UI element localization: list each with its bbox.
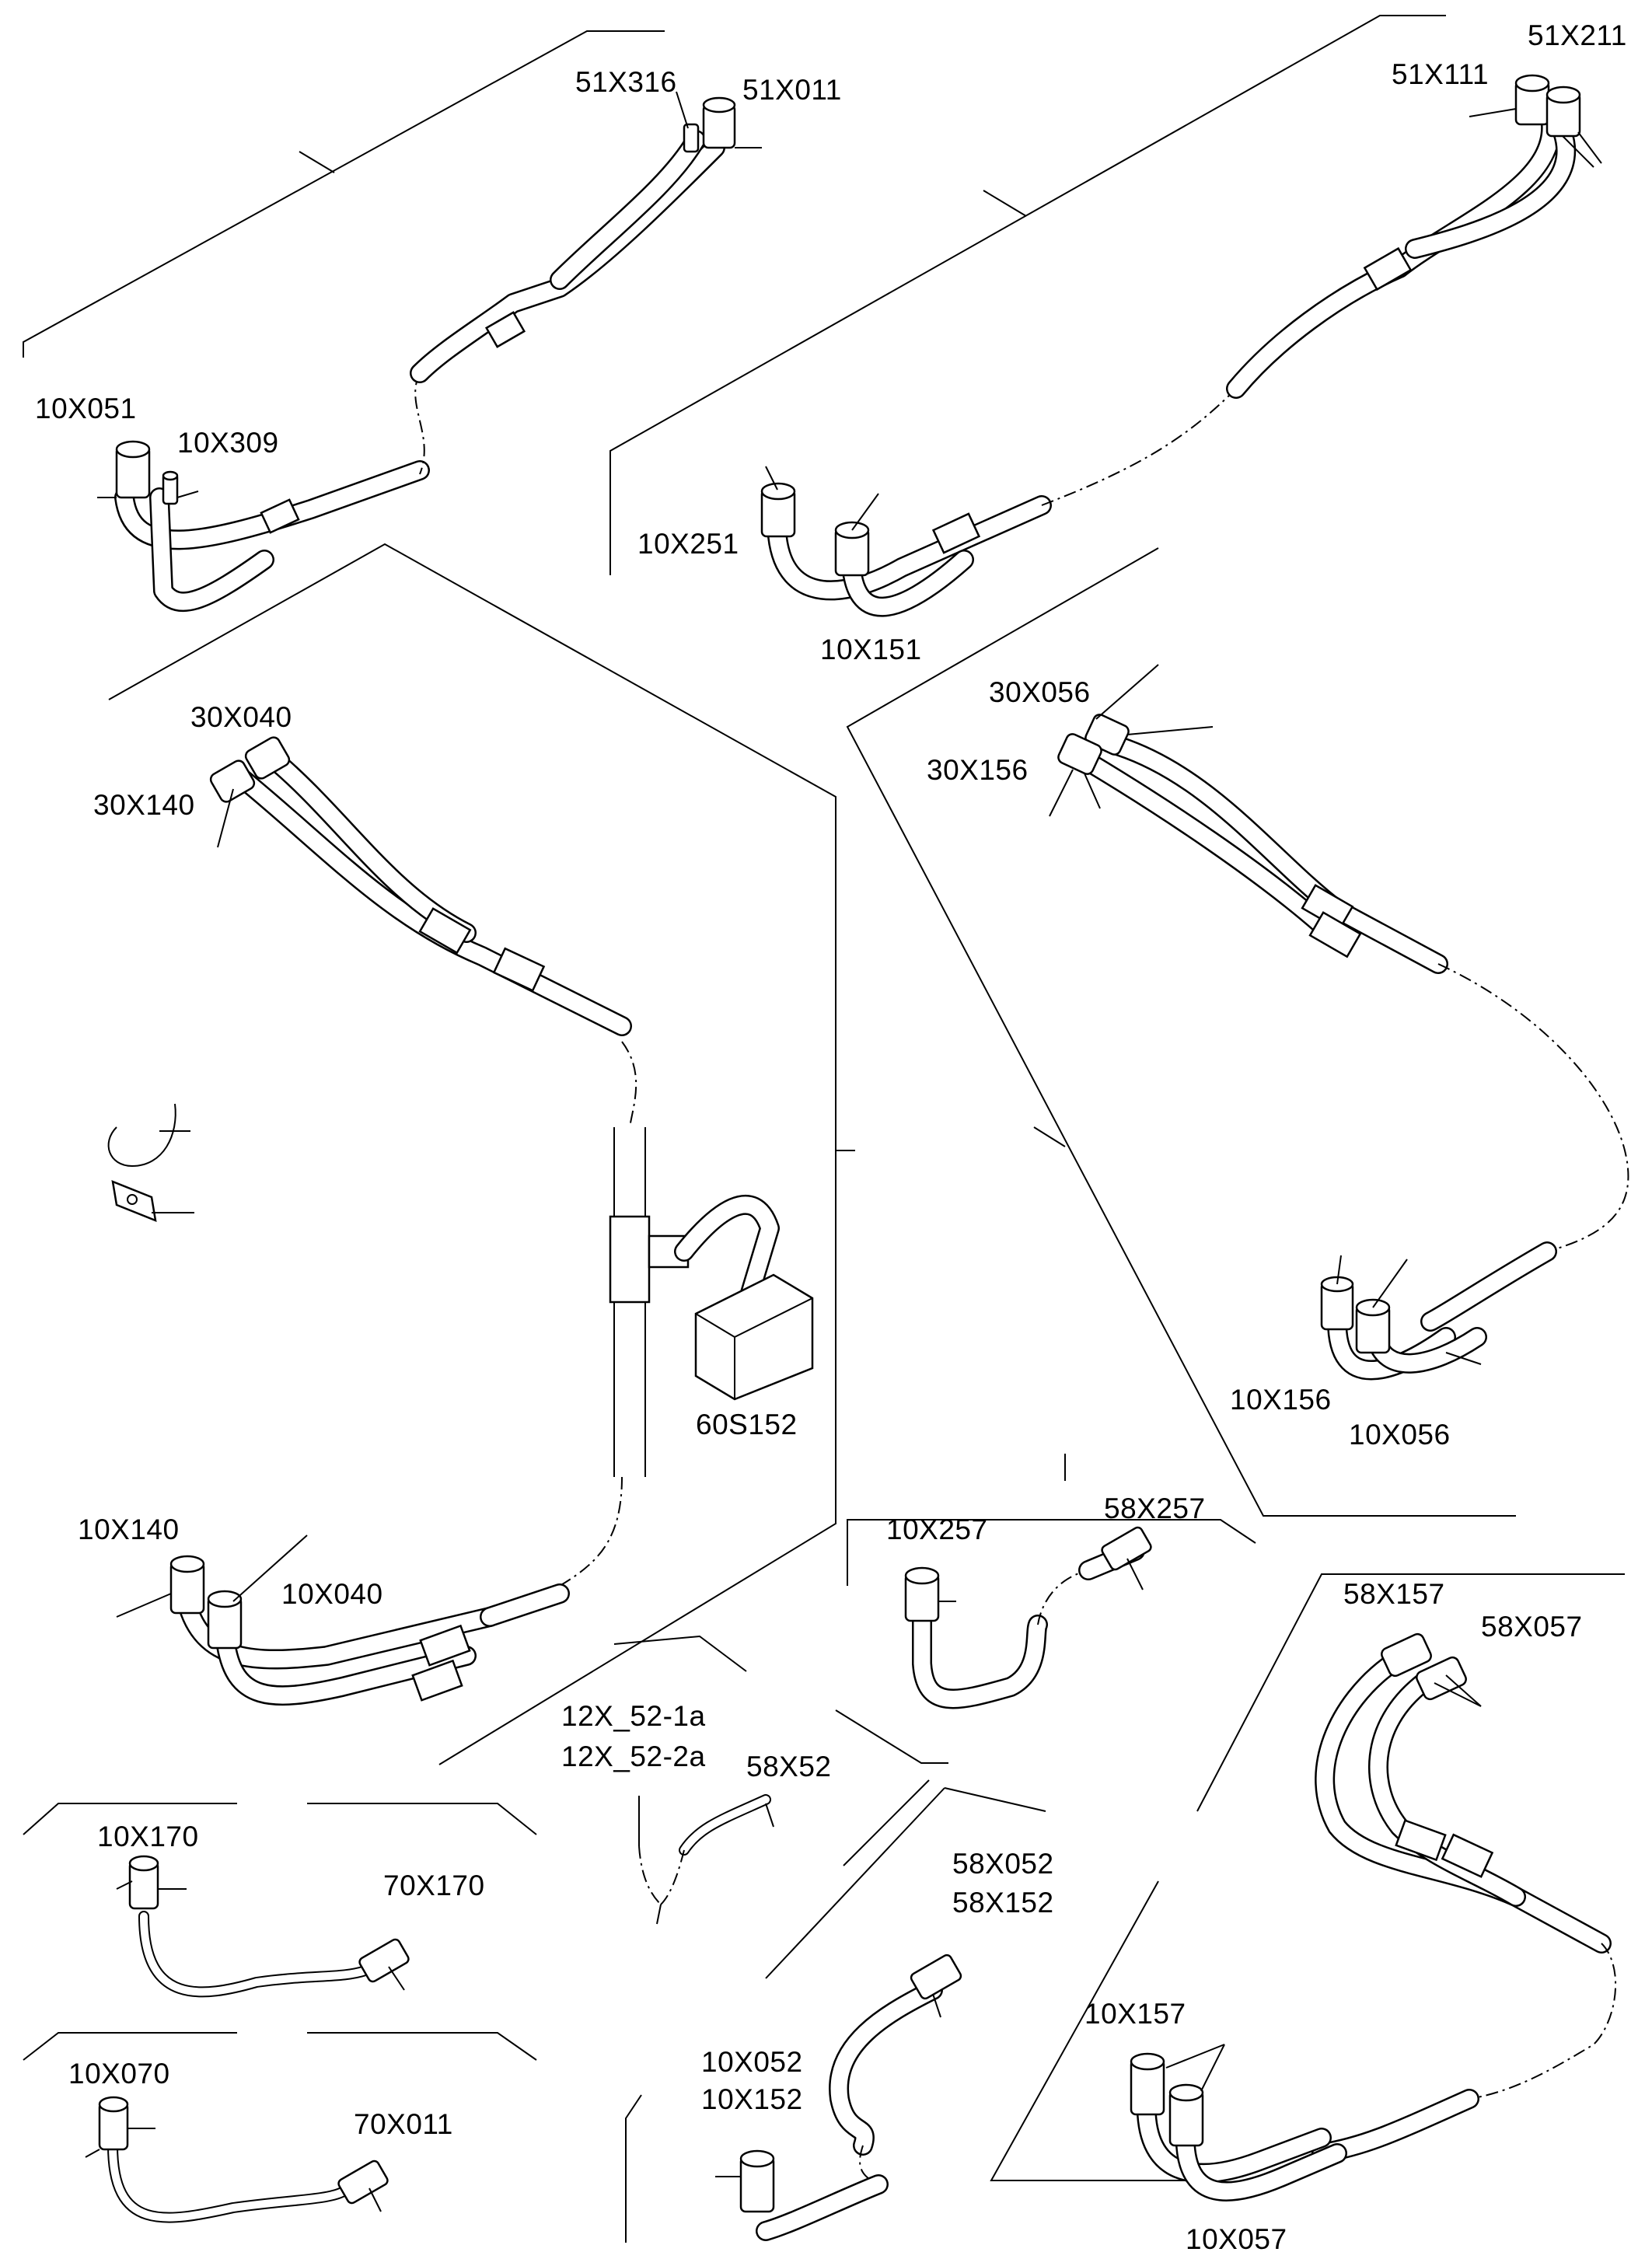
connector-70X170 [358, 1938, 410, 1983]
label-10X070: 10X070 [68, 2058, 170, 2090]
cable-tie [107, 1103, 190, 1168]
connector-10X257 [904, 1566, 940, 1622]
label-70X011: 70X011 [354, 2108, 453, 2140]
label-30X056: 30X056 [989, 676, 1091, 708]
harness-30X040-10X140 [107, 736, 814, 1706]
label-10X057: 10X057 [1186, 2223, 1287, 2255]
connector-30X156 [1057, 733, 1102, 775]
label-58X52: 58X52 [746, 1751, 832, 1782]
harness-10X070-70X011 [85, 2096, 389, 2223]
connector-10X070 [98, 2096, 129, 2151]
harness-10X051-51X011 [97, 91, 762, 613]
label-51X316: 51X316 [575, 66, 677, 98]
connector-51X316 [683, 123, 700, 153]
label-10X152: 10X152 [701, 2083, 803, 2115]
label-10X140: 10X140 [78, 1514, 180, 1545]
label-12X_52-1a: 12X_52-1a [561, 1700, 706, 1732]
harness-10X170-70X170 [116, 1855, 410, 1998]
connector-51X111 [1514, 74, 1550, 126]
harness-58X157-10X157 [1130, 1632, 1617, 2202]
connector-10X170 [128, 1855, 159, 1910]
label-10X040: 10X040 [281, 1578, 383, 1610]
harness-10X251-51X111 [760, 74, 1602, 617]
harness-12X52-58X52 [638, 1794, 774, 1925]
connector-10X151 [834, 521, 870, 577]
harness-10X257-58X257 [904, 1526, 1152, 1709]
connector-10X309 [162, 470, 179, 505]
label-10X170: 10X170 [97, 1821, 199, 1852]
label-10X052: 10X052 [701, 2046, 803, 2078]
label-10X309: 10X309 [177, 427, 279, 459]
label-10X156: 10X156 [1230, 1384, 1332, 1416]
label-10X257: 10X257 [886, 1514, 988, 1545]
label-58X152: 58X152 [952, 1887, 1054, 1919]
connector-30X040 [244, 736, 291, 780]
sensor-60S152 [694, 1273, 814, 1401]
connector-10X156 [1320, 1276, 1354, 1331]
label-58X057: 58X057 [1481, 1611, 1583, 1643]
connector-58X057 [1416, 1656, 1467, 1701]
connector-10X057 [1168, 2083, 1204, 2147]
label-30X156: 30X156 [927, 754, 1029, 786]
label-10X251: 10X251 [637, 528, 739, 560]
connector-30X140 [209, 759, 256, 803]
label-30X040: 30X040 [190, 701, 292, 733]
connector-10X140 [169, 1555, 205, 1615]
connector-10X157 [1130, 2052, 1165, 2116]
connector-51X211 [1545, 86, 1581, 138]
label-10X157: 10X157 [1084, 1998, 1186, 2030]
label-30X140: 30X140 [93, 789, 195, 821]
label-70X170: 70X170 [383, 1870, 485, 1901]
label-60S152: 60S152 [696, 1409, 798, 1440]
washer [111, 1180, 194, 1222]
connector-10X251 [760, 482, 796, 538]
label-58X052: 58X052 [952, 1848, 1054, 1880]
harness-58X052-10X052 [715, 1953, 962, 2241]
connector-70X011 [337, 2159, 389, 2205]
connector-labels: 51X316 51X011 10X051 10X309 51X211 51X11… [35, 19, 1627, 2255]
connector-10X040 [207, 1590, 243, 1650]
label-58X157: 58X157 [1343, 1578, 1445, 1610]
label-10X051: 10X051 [35, 393, 137, 424]
label-51X211: 51X211 [1528, 19, 1627, 51]
connector-10X052 [739, 2149, 775, 2213]
harness-30X056-10X156 [1049, 664, 1629, 1381]
connector-10X051 [115, 440, 151, 499]
connector-51X011 [702, 96, 736, 149]
label-10X151: 10X151 [820, 634, 922, 665]
connector-58X052 [910, 1953, 962, 2000]
label-12X_52-2a: 12X_52-2a [561, 1741, 706, 1772]
label-51X111: 51X111 [1392, 58, 1489, 90]
label-58X257: 58X257 [1104, 1493, 1206, 1524]
frame-lines [23, 15, 1625, 2243]
label-51X011: 51X011 [742, 74, 842, 106]
connector-58X157 [1381, 1632, 1432, 1678]
connector-10X056 [1355, 1298, 1391, 1354]
connector-58X257 [1101, 1526, 1152, 1571]
label-10X056: 10X056 [1349, 1419, 1451, 1451]
